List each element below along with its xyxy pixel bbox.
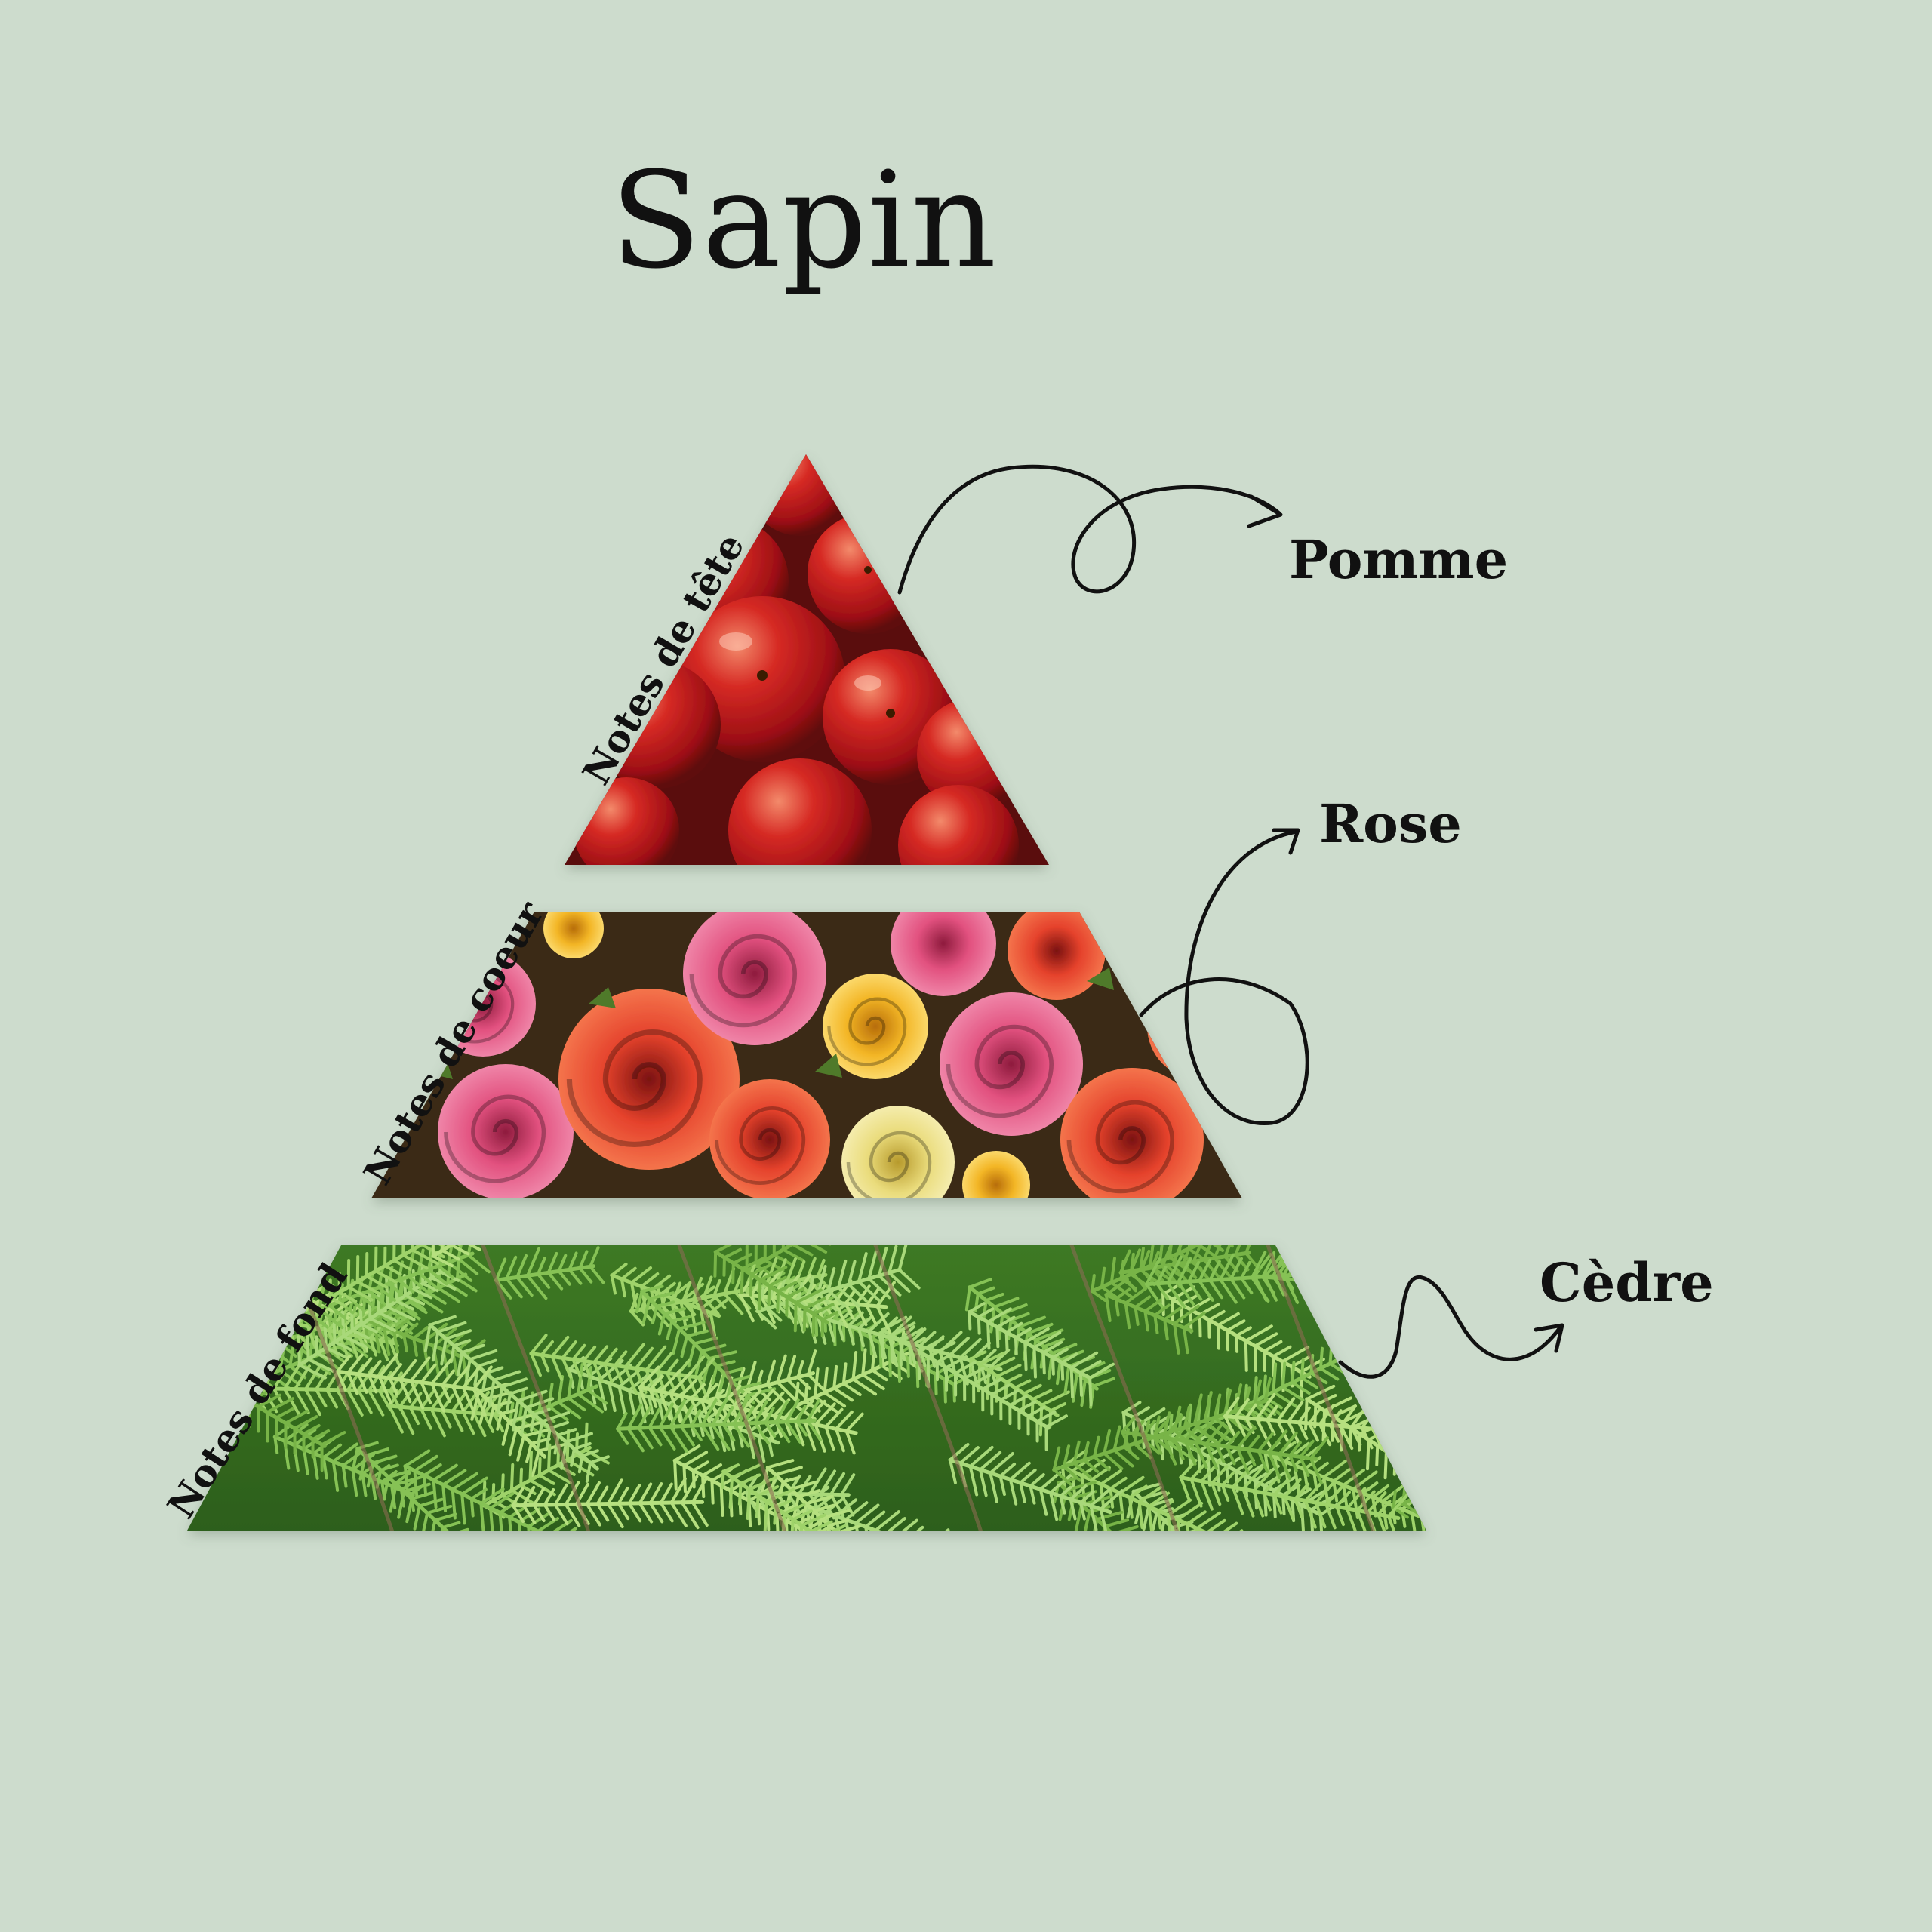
- arrow-to-pomme: [897, 464, 1283, 595]
- tier-bottom-cedar: [187, 1245, 1426, 1531]
- arrow-to-cedre: [1338, 1275, 1564, 1379]
- rose-pattern: [423, 912, 1242, 1198]
- note-name-rose: Rose: [1319, 792, 1462, 855]
- product-title: Sapin: [610, 143, 998, 298]
- tier-middle-roses: [371, 912, 1242, 1198]
- note-name-pomme: Pomme: [1289, 528, 1509, 591]
- note-name-cedre: Cèdre: [1540, 1251, 1714, 1314]
- arrow-to-rose: [1139, 828, 1309, 1125]
